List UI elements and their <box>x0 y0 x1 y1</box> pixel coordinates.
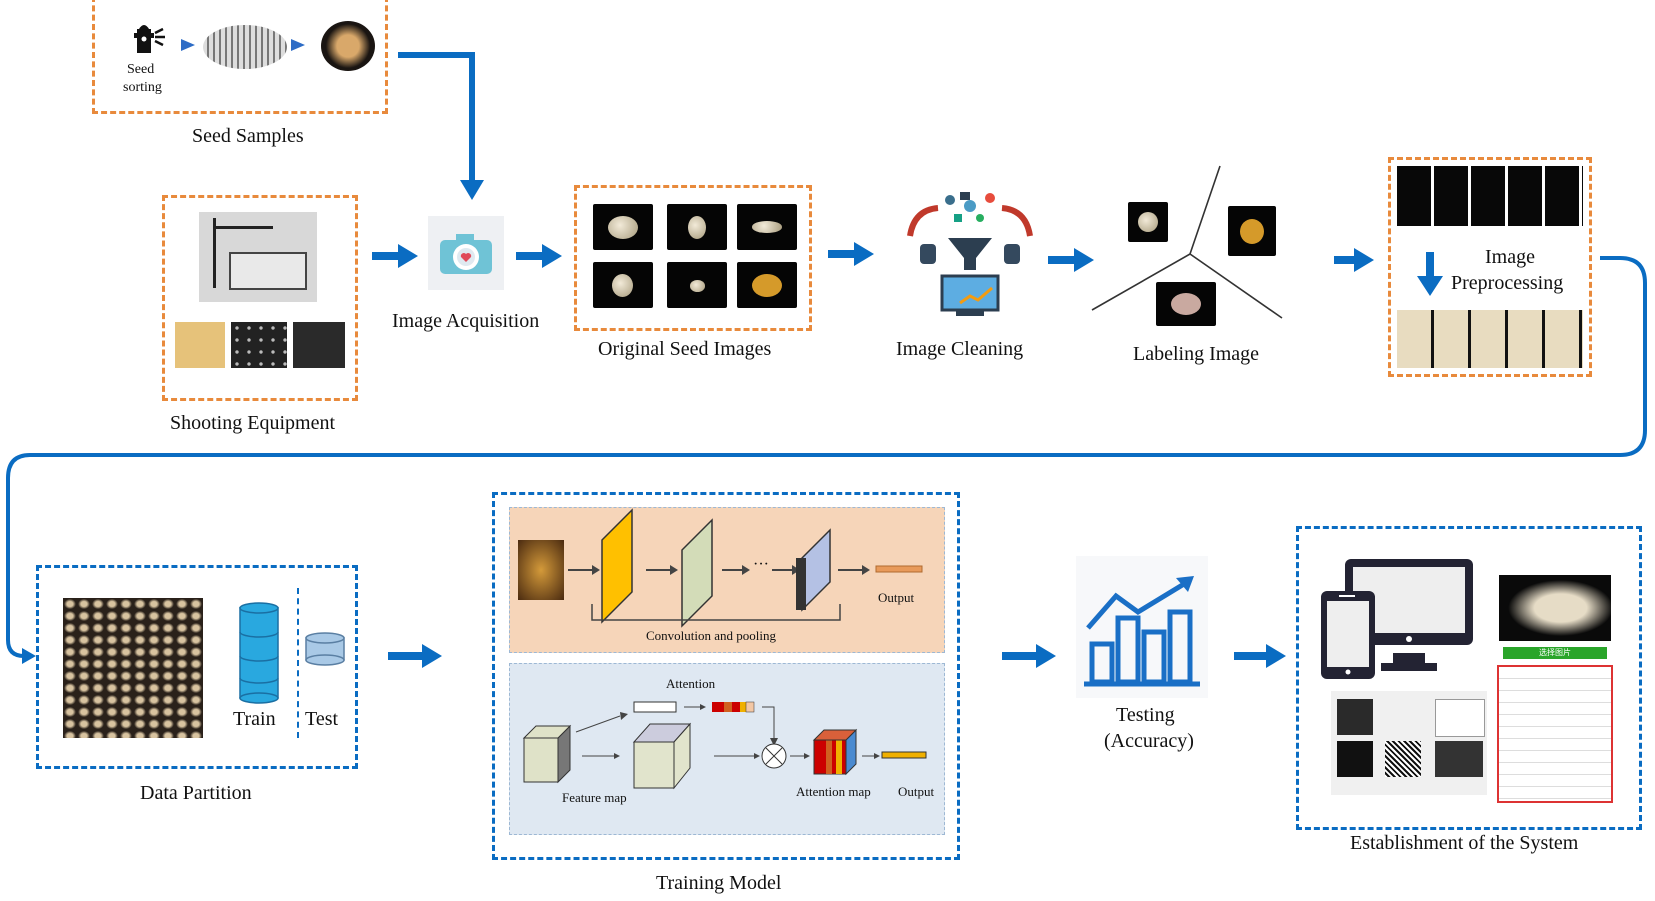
hydrant-icon <box>131 21 165 53</box>
seed-samples-box: Seed sorting <box>92 0 388 114</box>
seed-collage-image <box>63 598 203 738</box>
seed-sorting-label-2: sorting <box>123 80 162 95</box>
labeled-seed-image <box>1128 202 1168 242</box>
seed-image <box>667 204 727 250</box>
data-partition-box: Train Test <box>36 565 358 769</box>
feature-map-label: Feature map <box>562 790 627 805</box>
training-model-box: ··· Output Convolution and pooling Atten… <box>492 492 960 860</box>
raw-seed-grid <box>1397 166 1583 226</box>
seed-image <box>593 204 653 250</box>
labeled-seed-image <box>1156 282 1216 326</box>
image-acquisition-label: Image Acquisition <box>392 310 540 332</box>
attention-label: Attention <box>666 676 716 691</box>
image-cleaning-label: Image Cleaning <box>896 338 1024 360</box>
attention-panel: Attention Feature map Attention map Outp… <box>509 663 945 835</box>
select-image-button[interactable]: 选择图片 <box>1503 647 1607 659</box>
image-preprocessing-label-1: Image <box>1485 246 1535 268</box>
app-seed-preview <box>1499 575 1611 641</box>
image-preprocessing-box: Image Preprocessing <box>1388 157 1592 377</box>
labeled-seed-image <box>1228 206 1276 256</box>
cnn-panel: ··· Output Convolution and pooling <box>509 507 945 653</box>
input-leaf-image <box>518 540 564 600</box>
camera-icon <box>428 216 504 290</box>
cnn-output-label: Output <box>878 590 915 605</box>
system-label: Establishment of the System <box>1350 832 1579 854</box>
train-label: Train <box>233 708 276 730</box>
original-seed-images-label: Original Seed Images <box>598 338 772 360</box>
seed-image <box>593 262 653 308</box>
shooting-equipment-label: Shooting Equipment <box>170 412 335 434</box>
testing-label-1: Testing <box>1116 704 1175 726</box>
data-partition-label: Data Partition <box>140 782 252 804</box>
image-preprocessing-label-2: Preprocessing <box>1451 272 1564 294</box>
cnn-diagram <box>568 508 923 628</box>
seed-sorting-label-1: Seed <box>127 62 155 77</box>
tripod-image <box>175 322 225 368</box>
seed-samples-label: Seed Samples <box>192 125 304 147</box>
camera-rig-image <box>199 212 317 302</box>
flow-arrow-seed-to-acquisition <box>398 52 484 200</box>
growth-chart-icon <box>1076 556 1208 698</box>
seed-image <box>667 262 727 308</box>
sorting-machine-image <box>203 25 287 69</box>
seed-pile-image <box>321 21 375 71</box>
labeling-image-label: Labeling Image <box>1133 343 1260 365</box>
desktop-app-screenshot <box>1331 691 1487 795</box>
processed-seed-grid <box>1397 310 1583 368</box>
attention-diagram <box>522 701 927 790</box>
cnn-ellipsis: ··· <box>753 556 769 573</box>
chevron-right-icon <box>291 39 305 51</box>
attention-output-label: Output <box>898 784 935 799</box>
testing-label-2: (Accuracy) <box>1104 730 1194 752</box>
training-model-label: Training Model <box>656 872 782 894</box>
system-box: 选择图片 <box>1296 526 1642 830</box>
seed-image <box>737 262 797 308</box>
data-funnel-icon <box>900 188 1040 318</box>
flow-arrows-row2 <box>388 644 1286 668</box>
chevron-right-icon <box>181 39 195 51</box>
test-label: Test <box>305 708 339 730</box>
labeling-tree-lines <box>1091 165 1283 319</box>
seed-tray-image <box>231 322 287 368</box>
convolution-pooling-label: Convolution and pooling <box>646 628 776 643</box>
flow-arrows-row1 <box>6 242 1647 664</box>
original-seed-images-box <box>574 185 812 331</box>
partition-divider <box>297 588 299 738</box>
camera-lens-image <box>293 322 345 368</box>
results-table <box>1497 665 1613 803</box>
shooting-equipment-box <box>162 195 358 401</box>
attention-map-label: Attention map <box>796 784 871 799</box>
seed-image <box>737 204 797 250</box>
